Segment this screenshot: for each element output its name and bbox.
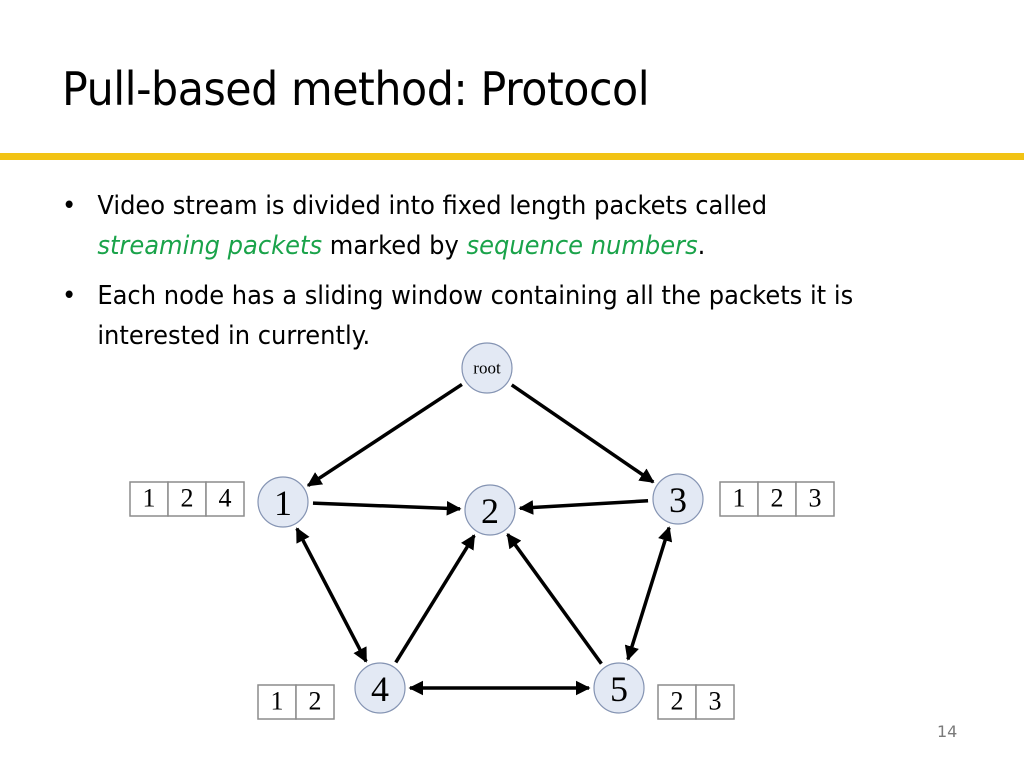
edge-n1-n4 bbox=[295, 527, 368, 663]
node-n3: 3 bbox=[652, 473, 704, 525]
edge-root-n1 bbox=[306, 383, 463, 487]
node-n2: 2 bbox=[464, 484, 516, 536]
edge-n1-n2 bbox=[312, 500, 462, 516]
bullet-list: • Video stream is divided into fixed len… bbox=[62, 186, 982, 366]
bullet-item: • Each node has a sliding window contain… bbox=[62, 276, 918, 356]
node-label: 1 bbox=[274, 483, 292, 523]
packet-cell bbox=[695, 684, 735, 720]
node-circle bbox=[354, 662, 406, 714]
edge-layer bbox=[295, 383, 673, 696]
packet-number: 2 bbox=[671, 687, 684, 716]
node-circle bbox=[257, 476, 309, 528]
node-circle bbox=[464, 484, 516, 536]
bullet-text-line: Video stream is divided into fixed lengt… bbox=[97, 191, 768, 221]
packet-number: 1 bbox=[271, 687, 284, 716]
packet-cell bbox=[795, 481, 835, 517]
packet-cell bbox=[657, 684, 697, 720]
packet-number: 1 bbox=[143, 484, 156, 513]
node-n1: 1 bbox=[257, 476, 309, 528]
node-label: 2 bbox=[481, 491, 499, 531]
bullet-text-line: streaming packets marked by sequence num… bbox=[97, 226, 917, 266]
page-number: 14 bbox=[937, 722, 958, 741]
edge-n3-n2 bbox=[518, 499, 649, 515]
node-n5: 5 bbox=[593, 662, 645, 714]
edge-n3-n5 bbox=[624, 526, 673, 661]
node-label: 5 bbox=[610, 669, 628, 709]
slide-title: Pull-based method: Protocol bbox=[62, 62, 650, 116]
node-label: 4 bbox=[371, 669, 389, 709]
packet-number: 2 bbox=[309, 687, 322, 716]
packet-number: 4 bbox=[219, 484, 232, 513]
emphasis-term: sequence numbers bbox=[466, 231, 698, 261]
edge-root-n3 bbox=[510, 383, 655, 484]
node-n4: 4 bbox=[354, 662, 406, 714]
packet-cell bbox=[257, 684, 297, 720]
title-divider bbox=[0, 153, 1024, 160]
bullet-text-line: interested in currently. bbox=[97, 321, 371, 351]
bullet-text: . bbox=[697, 231, 706, 261]
edge-n4-n2 bbox=[394, 534, 476, 664]
packet-number: 2 bbox=[771, 484, 784, 513]
packet-number: 3 bbox=[809, 484, 822, 513]
packet-cell bbox=[295, 684, 335, 720]
packet-cell bbox=[205, 481, 245, 517]
bullet-text-line: Each node has a sliding window containin… bbox=[97, 281, 854, 311]
node-circle bbox=[593, 662, 645, 714]
bullet-marker: • bbox=[62, 281, 77, 311]
edge-n5-n2 bbox=[506, 533, 603, 665]
emphasis-term: streaming packets bbox=[97, 231, 323, 261]
packet-number: 2 bbox=[181, 484, 194, 513]
packet-cell bbox=[719, 481, 759, 517]
node-circle bbox=[461, 342, 513, 394]
bullet-item: • Video stream is divided into fixed len… bbox=[62, 186, 918, 266]
node-root: root bbox=[461, 342, 513, 394]
packet-number: 3 bbox=[709, 687, 722, 716]
node-label: 3 bbox=[669, 480, 687, 520]
bullet-text: marked by bbox=[322, 231, 467, 261]
node-circle bbox=[652, 473, 704, 525]
packet-number: 1 bbox=[733, 484, 746, 513]
node-label: root bbox=[473, 359, 501, 378]
bullet-marker: • bbox=[62, 191, 77, 221]
